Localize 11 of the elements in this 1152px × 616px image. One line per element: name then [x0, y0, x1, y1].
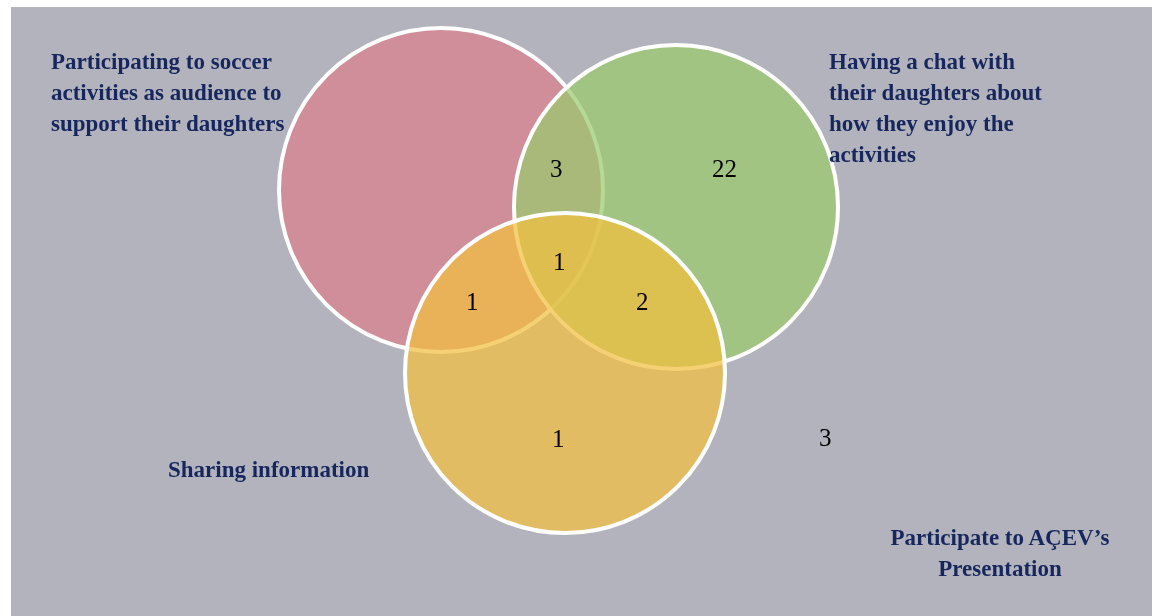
count-label: 1	[553, 248, 566, 276]
count-label: 1	[466, 288, 479, 316]
set-label: Having a chat with their daughters about how they enjoy the activities	[829, 48, 1043, 169]
count-label: 3	[550, 155, 563, 183]
set-label: Sharing information	[168, 456, 371, 484]
count-label: 2	[636, 288, 649, 316]
set-label: Participate to AÇEV’s Presentation	[889, 524, 1111, 583]
count-label: 3	[819, 424, 832, 452]
count-label: 22	[712, 155, 737, 183]
count-label: 1	[552, 425, 565, 453]
set-label: Participating to soccer activities as audience to support their daughters	[51, 48, 286, 138]
